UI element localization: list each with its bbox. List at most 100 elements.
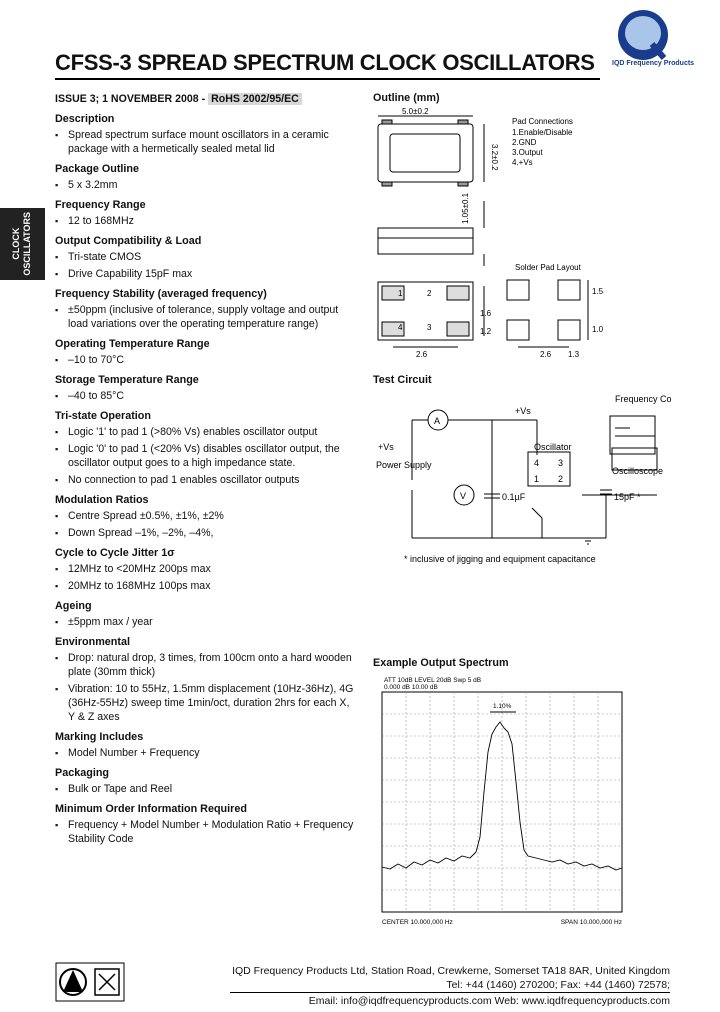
spec-item: Frequency + Model Number + Modulation Ra…: [55, 818, 355, 846]
dim-pad-w: 1.2: [480, 327, 492, 336]
spec-item: No connection to pad 1 enables oscillato…: [55, 473, 355, 487]
spectrum-heading: Example Output Spectrum: [373, 657, 509, 669]
pad-connection-1: 1.Enable/Disable: [512, 128, 573, 137]
dim-pad-gap: 1.6: [480, 309, 492, 318]
section-heading: Packaging: [55, 767, 110, 779]
footer: IQD Frequency Products Ltd, Station Road…: [230, 965, 670, 1009]
section-heading: Cycle to Cycle Jitter 1σ: [55, 547, 175, 559]
pad-connection-4: 4.+Vs: [512, 158, 533, 167]
spec-item: 5 x 3.2mm: [55, 178, 355, 192]
frequency-counter-box: [609, 415, 656, 455]
spec-item: ±50ppm (inclusive of tolerance, supply v…: [55, 303, 355, 331]
spec-item: Centre Spread ±0.5%, ±1%, ±2%: [55, 509, 355, 523]
company-logo: [618, 10, 668, 60]
pad-connections-title: Pad Connections: [512, 117, 573, 126]
spectrum-center: CENTER 10.000,000 Hz: [382, 919, 453, 926]
pin-3: 3: [558, 458, 563, 468]
section-heading: Marking Includes: [55, 731, 144, 743]
frequency-counter-label: Frequency Counter: [615, 394, 672, 404]
footer-contact: Email: info@iqdfrequencyproducts.com Web…: [308, 995, 670, 1007]
outline-heading: Outline (mm): [373, 92, 440, 104]
spec-item: 12MHz to <20MHz 200ps max: [55, 562, 355, 576]
footer-phone: Tel: +44 (1460) 270200; Fax: +44 (1460) …: [230, 979, 670, 993]
load-cap-label: 15pF *: [614, 492, 641, 502]
spectrum-trace: [381, 721, 623, 871]
dim-width: 5.0±0.2: [402, 107, 429, 116]
pad-number-4: 4: [398, 323, 403, 332]
pin-1: 1: [534, 474, 539, 484]
section-heading: Environmental: [55, 636, 130, 648]
logo-text: IQD Frequency Products: [612, 60, 695, 67]
solder-pad-4: [506, 319, 530, 341]
dim-solder-gap: 1.0: [592, 325, 604, 334]
spec-item: Logic '0' to pad 1 (<20% Vs) disables os…: [55, 442, 355, 470]
solder-pad-2: [557, 279, 581, 301]
oscilloscope-label: Oscilloscope: [612, 466, 663, 476]
pad-number-1: 1: [398, 289, 403, 298]
spec-item: Model Number + Frequency: [55, 746, 355, 760]
capacitor-label: 0.1µF: [502, 492, 526, 502]
test-circuit-heading: Test Circuit: [373, 374, 432, 386]
section-heading: Frequency Range: [55, 199, 146, 211]
title-rule: [55, 78, 600, 80]
pin-2: 2: [558, 474, 563, 484]
spec-item: Drop: natural drop, 3 times, from 100cm …: [55, 651, 355, 679]
voltmeter-label: V: [460, 491, 466, 501]
pad-number-2: 2: [427, 289, 432, 298]
spec-item: Bulk or Tape and Reel: [55, 782, 355, 796]
solder-pad-1: [506, 279, 530, 301]
rohs-badge: RoHS 2002/95/EC: [208, 93, 302, 105]
power-supply-label: Power Supply: [376, 460, 432, 470]
pin-4: 4: [534, 458, 539, 468]
pad-number-3: 3: [427, 323, 432, 332]
dim-pad-pitch: 2.6: [416, 350, 428, 359]
spectrum-header-1: ATT 10dB LEVEL 20dB Swp 5 dB: [384, 677, 481, 684]
dim-thickness: 1.05±0.1: [461, 192, 470, 224]
package-side-view: [377, 237, 474, 255]
spec-sections: DescriptionSpread spectrum surface mount…: [55, 112, 355, 846]
section-heading: Tri-state Operation: [55, 410, 151, 422]
spec-item: Vibration: 10 to 55Hz, 1.5mm displacemen…: [55, 682, 355, 724]
section-heading: Description: [55, 113, 115, 125]
spec-item: Drive Capability 15pF max: [55, 267, 355, 281]
test-circuit-diagram: A V +Vs +Vs Power Supply Oscillator 4 3 …: [376, 394, 672, 564]
package-top-view: [377, 123, 474, 183]
dim-height: 3.2±0.2: [490, 144, 499, 171]
spec-item: Down Spread –1%, –2%, –4%,: [55, 526, 355, 540]
section-heading: Ageing: [55, 600, 92, 612]
spec-column: ISSUE 3; 1 NOVEMBER 2008 - RoHS 2002/95/…: [55, 92, 355, 849]
section-heading: Package Outline: [55, 163, 140, 175]
spectrum-header-2: 0.000 dB 10.00 dB: [384, 684, 438, 691]
test-footnote: * inclusive of jigging and equipment cap…: [404, 554, 596, 564]
oscillator-box: [527, 451, 571, 487]
dim-solder-pitch: 2.6: [540, 350, 552, 359]
vs-top-label: +Vs: [515, 406, 531, 416]
pad-connection-2: 2.GND: [512, 138, 537, 147]
dim-solder-h: 1.5: [592, 287, 604, 296]
outline-drawing: 5.0±0.2 3.2±0.2 1.05±0.1 Pad Connections…: [377, 107, 604, 359]
spec-item: Spread spectrum surface mount oscillator…: [55, 128, 355, 156]
section-heading: Modulation Ratios: [55, 494, 149, 506]
section-heading: Output Compatibility & Load: [55, 235, 202, 247]
spectrum-marker: 1.10%: [493, 703, 512, 710]
package-bottom-view: [377, 281, 474, 341]
dim-solder-w: 1.3: [568, 350, 580, 359]
spectrum-plot: ATT 10dB LEVEL 20dB Swp 5 dB 0.000 dB 10…: [381, 677, 623, 926]
spec-item: Logic '1' to pad 1 (>80% Vs) enables osc…: [55, 425, 355, 439]
spec-item: –40 to 85°C: [55, 389, 355, 403]
spec-item: ±5ppm max / year: [55, 615, 355, 629]
section-heading: Storage Temperature Range: [55, 374, 199, 386]
voltmeter-icon: [453, 484, 475, 506]
certification-logos: [55, 962, 125, 1002]
page-title: CFSS-3 SPREAD SPECTRUM CLOCK OSCILLATORS: [55, 50, 595, 75]
spec-item: 12 to 168MHz: [55, 214, 355, 228]
pad-connection-3: 3.Output: [512, 148, 543, 157]
oscilloscope-box: [611, 447, 658, 471]
ammeter-label: A: [434, 416, 440, 426]
spectrum-span: SPAN 10.000,000 Hz: [561, 919, 622, 926]
vs-left-label: +Vs: [378, 442, 394, 452]
issue-line: ISSUE 3; 1 NOVEMBER 2008 - RoHS 2002/95/…: [55, 92, 355, 106]
spec-item: Tri-state CMOS: [55, 250, 355, 264]
